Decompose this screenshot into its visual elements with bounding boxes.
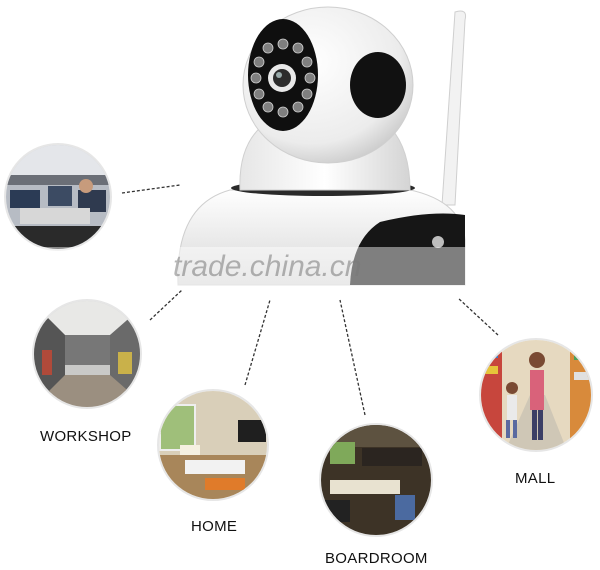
- location-photo-boardroom: [319, 423, 433, 537]
- location-photo-office: [4, 143, 112, 251]
- watermark-band: [0, 247, 600, 289]
- label-workshop: WORKSHOP: [40, 428, 132, 445]
- location-photo-home: [157, 389, 269, 501]
- watermark-text: trade.china.cn: [173, 250, 362, 283]
- antenna: [441, 10, 466, 206]
- ir-leds: [250, 38, 316, 118]
- connector-lines: [121, 184, 499, 416]
- label-boardroom: BOARDROOM: [325, 550, 428, 567]
- label-mall: MALL: [515, 470, 556, 487]
- location-photo-mall: [479, 338, 593, 452]
- label-home: HOME: [191, 518, 238, 535]
- location-photo-workshop: [32, 299, 142, 409]
- ip-camera: [177, 6, 466, 286]
